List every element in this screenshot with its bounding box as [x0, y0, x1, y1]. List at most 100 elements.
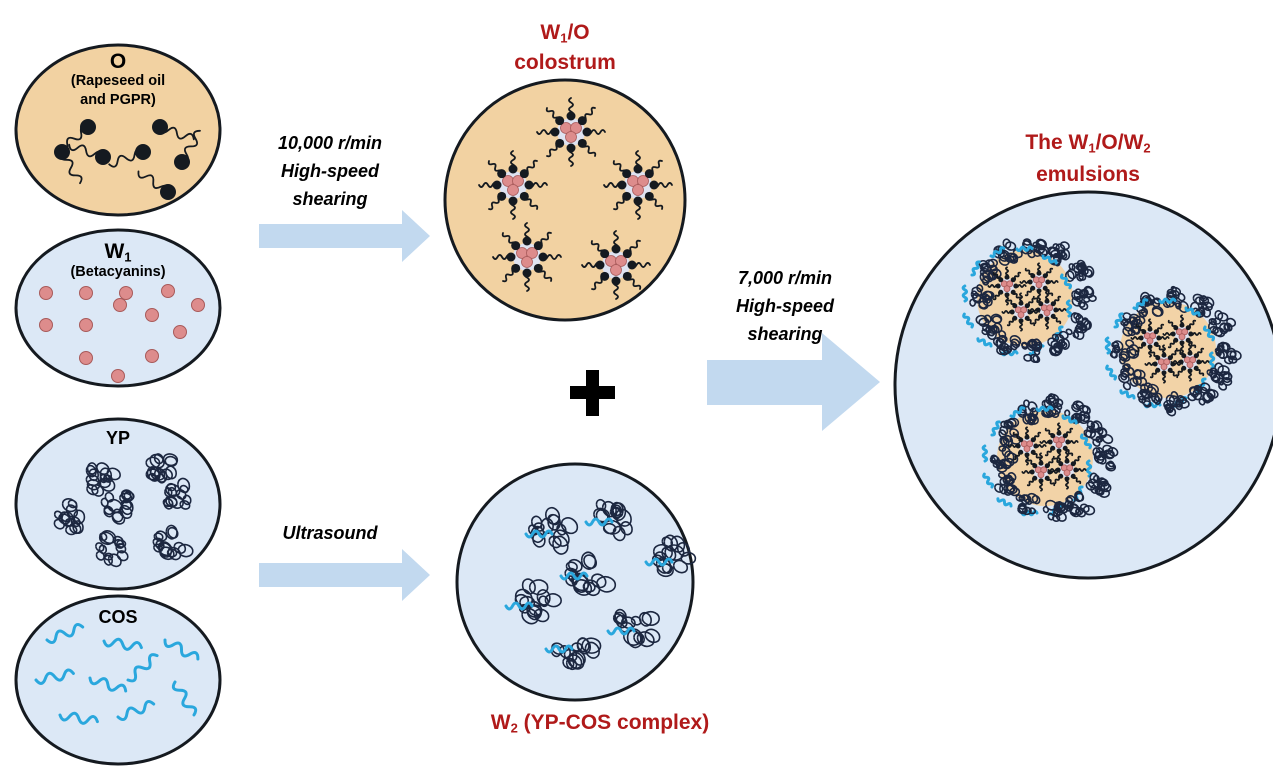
- emulsion-inner-surfactant-1-3-2-head: [1187, 368, 1193, 374]
- emulsion-oil-drop-2: [997, 410, 1093, 506]
- emulsion-inner-surfactant-1-0-3-head: [1141, 341, 1147, 347]
- emulsion-subtitle: emulsions: [1036, 163, 1140, 186]
- pgpr-molecule-3-head: [152, 119, 168, 135]
- cos-title: COS: [98, 607, 138, 627]
- oil-desc-line2: and PGPR): [80, 92, 156, 108]
- emulsion-inner-surfactant-1-0-4-head: [1138, 335, 1144, 341]
- emulsion-yp-coil-2-6: [989, 445, 1019, 473]
- emulsion-inner-surfactant-0-1-7-head: [1042, 273, 1048, 279]
- emulsion-cos-1-5: [1105, 364, 1118, 381]
- emulsion-inner-surfactant-1-3-5-head: [1181, 353, 1187, 359]
- pgpr-molecules-group: [54, 119, 201, 200]
- emulsion-inner-surfactant-2-3-4-head: [1055, 467, 1061, 473]
- betacyanin-dot-6: [113, 298, 127, 312]
- emulsion-inner-surfactant-2-2-4-head: [1029, 469, 1035, 475]
- emulsion-inner-surfactant-1-2-7-head: [1167, 355, 1173, 361]
- emulsion-inner-surfactant-0-0-5-head: [998, 277, 1004, 283]
- emulsion-inner-surfactant-0-3-4-head: [1035, 307, 1041, 313]
- emulsion-inner-betacyanin-0-0-2: [1003, 285, 1011, 293]
- emulsion-inner-surfactant-0-2-6-head: [1018, 300, 1024, 306]
- w2-yp-coil-4: [514, 578, 562, 625]
- emulsion-inner-surfactant-0-1-4-head: [1027, 279, 1033, 285]
- emulsion-yp-coil-2-4: [1015, 492, 1041, 516]
- betacyanin-dot-9: [173, 325, 187, 339]
- w1o-droplet-surfactant-4-0-head: [627, 260, 637, 270]
- cos-strand-8: [116, 699, 156, 722]
- emulsion-inner-surfactant-2-3-0-head: [1073, 467, 1079, 473]
- emulsion-yp-coil-1-1: [1206, 362, 1233, 391]
- emulsion-inner-surfactant-0-2-5-head: [1012, 303, 1018, 309]
- w1o-droplet-betacyanin-0-2: [565, 131, 577, 143]
- emulsion-inner-surfactant-2-0-1-head: [1030, 449, 1036, 455]
- emulsion-inner-surfactant-2-1-4-head: [1047, 439, 1053, 445]
- emulsion-cos-1-7: [1113, 312, 1124, 329]
- emulsion-cos-1-4: [1119, 389, 1136, 400]
- w1o-droplet-surfactant-2-4-head: [617, 180, 627, 190]
- emulsion-cos-2-7: [990, 420, 1001, 437]
- pgpr-molecule-0-head: [80, 119, 96, 135]
- betacyanin-dots-group: [39, 284, 205, 383]
- w1o-droplet-surfactant-1-0-head: [524, 180, 534, 190]
- emulsion-inner-surfactant-2-2-7-head: [1044, 463, 1050, 469]
- cos-strand-1: [102, 637, 143, 651]
- w1o-droplet-surfactant-1-2-head: [508, 196, 518, 206]
- emulsion-inner-surfactant-0-0-0-head: [1013, 283, 1019, 289]
- plus-sign: [570, 370, 615, 416]
- w1o-droplet-betacyanin-4-2: [610, 264, 622, 276]
- emulsion-inner-surfactant-0-0-2-head: [1004, 292, 1010, 298]
- emulsion-inner-surfactant-0-2-2-head: [1018, 318, 1024, 324]
- emulsion-inner-surfactant-0-1-5-head: [1030, 273, 1036, 279]
- cos-strand-7: [58, 711, 99, 725]
- yp-coil-1: [85, 462, 121, 497]
- emulsion-inner-surfactant-2-0-3-head: [1018, 449, 1024, 455]
- emulsion-inner-surfactant-1-0-0-head: [1156, 335, 1162, 341]
- w2-yp-coil-5: [612, 608, 661, 649]
- emulsion-inner-surfactant-1-0-6-head: [1147, 326, 1153, 332]
- betacyanin-dot-12: [111, 369, 125, 383]
- emulsion-cos-2-6: [981, 444, 989, 463]
- emulsion-yp-coil-1-10: [1190, 293, 1215, 318]
- emulsion-inner-betacyanin-2-3-2: [1063, 469, 1071, 477]
- emulsion-yp-coil-0-11: [1065, 259, 1095, 282]
- w1o-droplet-betacyanin-2-1: [637, 175, 649, 187]
- emulsion-inner-betacyanin-1-0-2: [1146, 337, 1154, 345]
- emulsion-inner-surfactant-1-3-1-head: [1193, 365, 1199, 371]
- w1o-droplet-surfactant-3-4-head: [506, 252, 516, 262]
- emulsion-inner-surfactant-2-3-1-head: [1070, 473, 1076, 479]
- w1o-droplet-surfactant-0-0-head: [582, 127, 592, 137]
- emulsion-inner-surfactant-0-3-6-head: [1044, 298, 1050, 304]
- w1o-droplet-surfactant-2-3-head: [622, 191, 632, 201]
- ultrasound-label: Ultrasound: [282, 523, 378, 543]
- w2-title: W2 (YP-COS complex): [490, 711, 710, 736]
- w2-yp-coil-2: [651, 534, 697, 578]
- w2-cos-strand-1: [584, 517, 614, 527]
- oil-phase-circle: [14, 43, 222, 217]
- emulsion-title: The W1/O/W2: [1025, 131, 1151, 156]
- emulsion-yp-coil-0-5: [975, 313, 1003, 340]
- w1o-droplet-surfactant-4-2-head: [611, 276, 621, 286]
- emulsion-yp-coil-0-9: [1021, 238, 1050, 259]
- w1o-droplet-surfactant-3-1-head: [533, 263, 543, 273]
- w1o-droplet-surfactant-0-7-head: [577, 116, 587, 126]
- w1o-droplet-surfactant-4-7-head: [622, 249, 632, 259]
- emulsion-inner-surfactant-2-3-6-head: [1064, 458, 1070, 464]
- emulsion-inner-surfactant-2-2-2-head: [1038, 478, 1044, 484]
- cos-strands-group: [34, 622, 200, 725]
- w1o-droplet-betacyanin-1-2: [507, 184, 519, 196]
- w1o-droplet-betacyanin-3-2: [521, 256, 533, 268]
- w1o-title: W1/O: [540, 21, 590, 46]
- oil-title: O: [109, 50, 127, 73]
- w1o-droplet-surfactant-4-5-head: [600, 249, 610, 259]
- emulsion-yp-coil-2-11: [1083, 420, 1114, 447]
- emulsion-inner-surfactant-2-1-2-head: [1056, 448, 1062, 454]
- w1o-droplet-surfactant-2-5-head: [622, 169, 632, 179]
- w1o-droplet-surfactant-2-2-head: [633, 196, 643, 206]
- emulsion-inner-betacyanin-0-2-2: [1017, 311, 1025, 319]
- emulsion-inner-surfactant-1-2-1-head: [1167, 367, 1173, 373]
- emulsion-cos-1-6: [1104, 336, 1112, 355]
- w1o-droplet-surfactant-3-5-head: [511, 241, 521, 251]
- emulsion-yp-coil-1-8: [1136, 291, 1164, 318]
- emulsion-yp-coil-0-3: [1021, 338, 1043, 364]
- w1o-subtitle: colostrum: [514, 51, 616, 74]
- emulsion-yp-coil-0-8: [993, 238, 1023, 266]
